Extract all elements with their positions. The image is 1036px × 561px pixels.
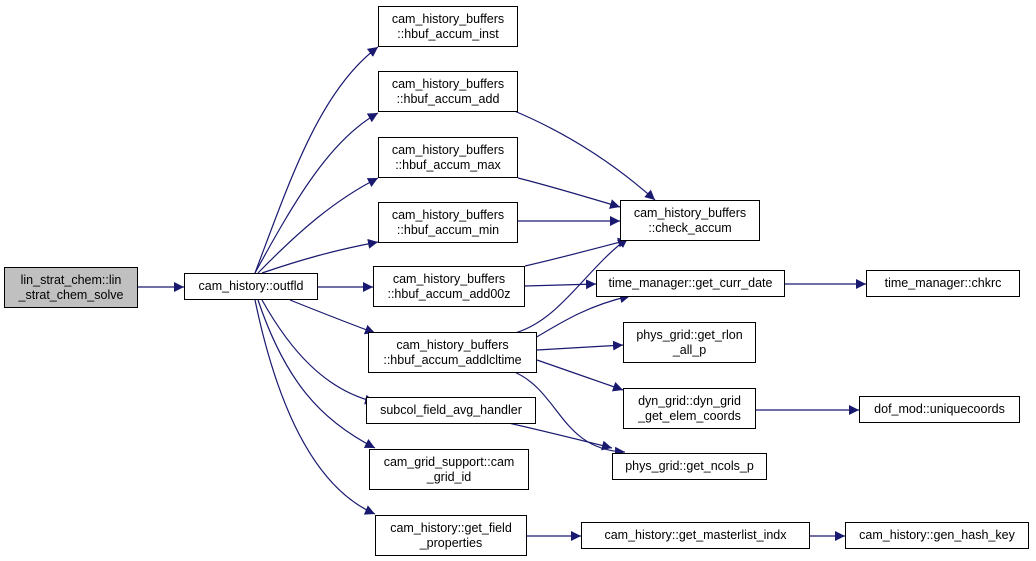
- edge-addlcl-elem: [536, 359, 624, 392]
- node-gen-hash-key[interactable]: cam_history::gen_hash_key: [845, 522, 1029, 549]
- edge-outfld-max: [257, 177, 379, 274]
- edge-outfld-addlcl: [289, 299, 376, 335]
- node-get-ncols-p[interactable]: phys_grid::get_ncols_p: [612, 453, 767, 480]
- node-hbuf-accum-add00z[interactable]: cam_history_buffers::hbuf_accum_add00z: [373, 266, 525, 307]
- edge-max-check: [517, 177, 621, 209]
- edge-add00z-currdate: [524, 279, 597, 290]
- edge-addlcl-rlon: [536, 340, 624, 351]
- node-hbuf-accum-add[interactable]: cam_history_buffers::hbuf_accum_add: [378, 71, 518, 112]
- edge-outfld-min: [261, 238, 379, 274]
- node-uniquecoords[interactable]: dof_mod::uniquecoords: [859, 396, 1020, 423]
- node-hbuf-accum-addlcltime[interactable]: cam_history_buffers::hbuf_accum_addlclti…: [368, 332, 537, 373]
- node-subcol-field-avg-handler[interactable]: subcol_field_avg_handler: [366, 397, 536, 424]
- edge-outfld-add: [254, 112, 379, 274]
- node-chkrc[interactable]: time_manager::chkrc: [866, 270, 1020, 297]
- node-dyn-grid-get-elem-coords[interactable]: dyn_grid::dyn_grid_get_elem_coords: [623, 388, 756, 429]
- edge-add00z-check: [524, 237, 629, 267]
- edge-addlcl-currdate: [534, 293, 631, 339]
- node-lin-strat-chem-solve: lin_strat_chem::lin_strat_chem_solve: [4, 267, 138, 308]
- edge-outfld-getfield: [254, 299, 376, 515]
- edge-outfld-gridid: [257, 299, 376, 449]
- node-get-masterlist-indx[interactable]: cam_history::get_masterlist_indx: [581, 522, 810, 549]
- node-check-accum[interactable]: cam_history_buffers::check_accum: [620, 200, 760, 241]
- edge-outfld-subcol: [261, 299, 376, 405]
- node-outfld[interactable]: cam_history::outfld: [184, 273, 318, 300]
- edge-addlcl-check: [514, 237, 629, 334]
- edge-add-check: [511, 109, 656, 201]
- node-get-field-properties[interactable]: cam_history::get_field_properties: [375, 515, 527, 556]
- node-hbuf-accum-max[interactable]: cam_history_buffers::hbuf_accum_max: [378, 137, 518, 178]
- node-hbuf-accum-min[interactable]: cam_history_buffers::hbuf_accum_min: [378, 202, 518, 243]
- edge-subcol-ncols: [494, 419, 613, 451]
- node-get-curr-date[interactable]: time_manager::get_curr_date: [596, 270, 785, 297]
- node-hbuf-accum-inst[interactable]: cam_history_buffers::hbuf_accum_inst: [378, 6, 518, 47]
- node-get-rlon-all-p[interactable]: phys_grid::get_rlon_all_p: [623, 322, 756, 363]
- edge-outfld-inst: [254, 46, 379, 274]
- node-cam-grid-id[interactable]: cam_grid_support::cam_grid_id: [369, 449, 529, 490]
